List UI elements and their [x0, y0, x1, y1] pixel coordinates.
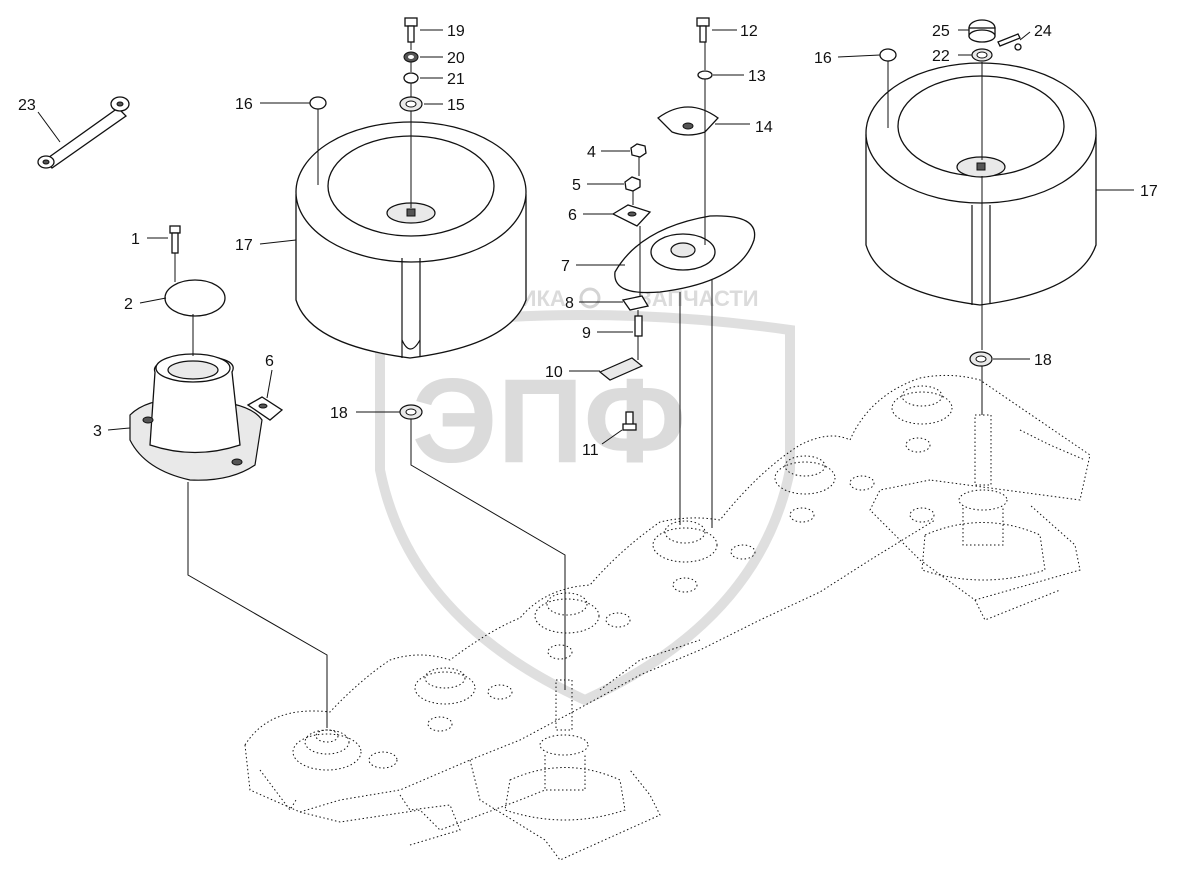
washer-part-20: [403, 51, 419, 63]
disc-part-7: [614, 215, 756, 294]
callout-15: 15: [447, 97, 465, 114]
callout-7: 7: [561, 258, 570, 275]
hub-1: [292, 729, 398, 771]
callout-17-right: 17: [1140, 183, 1158, 200]
cap-part-25: [968, 19, 996, 43]
callout-25: 25: [932, 23, 950, 40]
drive-shaft-right: [921, 414, 1046, 581]
callout-4: 4: [587, 144, 596, 161]
drum-part-17-right: [865, 62, 1097, 306]
bolt-part-1: [169, 225, 181, 254]
cover-plate-part-2: [164, 279, 226, 317]
callout-19: 19: [447, 23, 465, 40]
callout-11: 11: [582, 442, 599, 459]
ring-part-18-right: [969, 351, 993, 367]
callout-leaders: [37, 29, 1134, 445]
callout-9: 9: [582, 325, 591, 342]
callout-6-left: 6: [265, 353, 274, 370]
plug-part-16-left: [309, 96, 327, 110]
callout-23: 23: [18, 97, 36, 114]
bolt-part-19: [404, 17, 418, 43]
callout-20: 20: [447, 50, 465, 67]
bolt-part-12: [696, 17, 710, 43]
callout-18-right: 18: [1034, 352, 1052, 369]
callout-3: 3: [93, 423, 102, 440]
cutter-bar: [244, 374, 1091, 861]
screw-part-24: [997, 33, 1022, 51]
clip-part-6-left: [246, 396, 284, 421]
watermark-logo-letters: ЭПФ: [412, 354, 686, 488]
hub-3: [534, 592, 631, 660]
nut-part-4: [630, 143, 647, 158]
washer-part-13: [697, 70, 713, 80]
callout-10: 10: [545, 364, 563, 381]
ring-part-22: [971, 48, 993, 62]
callout-16-right: 16: [814, 50, 832, 67]
callout-8: 8: [565, 295, 574, 312]
bolt-part-11: [622, 411, 637, 431]
nut-part-5: [624, 176, 641, 192]
hub-2: [414, 667, 513, 732]
callout-14: 14: [755, 119, 773, 136]
clip-part-6-right: [611, 204, 652, 227]
drive-shaft-left: [504, 679, 626, 821]
callout-2: 2: [124, 296, 133, 313]
hub-4: [652, 520, 756, 593]
callout-1: 1: [131, 231, 140, 248]
callout-21: 21: [447, 71, 465, 88]
hub-cone-part-3: [129, 353, 263, 481]
hub-6: [891, 385, 953, 523]
callout-17-left: 17: [235, 237, 253, 254]
ring-part-18-left: [399, 404, 423, 420]
callout-labels: 1 2 3 4 5 6 6 7 8 9 10 11 12 13 14 15 16…: [18, 23, 1158, 459]
hub-5: [774, 455, 875, 523]
watermark-gear-icon: [579, 287, 601, 309]
watermark: ТЕХНИКА ЗАПЧАСТИ ЭПФ: [375, 286, 795, 706]
plug-part-16-right: [879, 48, 897, 62]
callout-5: 5: [572, 177, 581, 194]
callout-16-left: 16: [235, 96, 253, 113]
callout-24: 24: [1034, 23, 1052, 40]
callout-12: 12: [740, 23, 758, 40]
pin-part-9: [634, 315, 643, 337]
callout-13: 13: [748, 68, 766, 85]
wrench-part-23: [37, 96, 130, 169]
blade-part-10: [598, 357, 644, 381]
callout-22: 22: [932, 48, 950, 65]
clip-part-8: [621, 295, 650, 311]
callout-6-right: 6: [568, 207, 577, 224]
washer-part-21: [403, 72, 419, 84]
callout-18-left: 18: [330, 405, 348, 422]
washer-part-15: [399, 96, 423, 112]
cap-part-14: [657, 106, 719, 136]
assembly-axes: [174, 42, 983, 728]
